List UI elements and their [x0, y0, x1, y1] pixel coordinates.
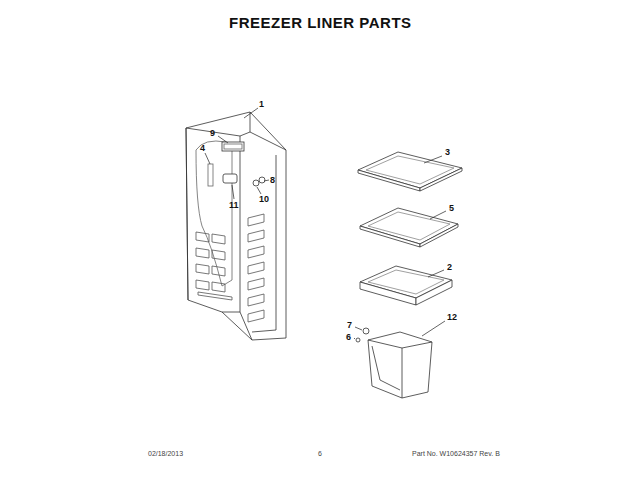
part-number: Part No. W10624357 Rev. B [412, 450, 500, 457]
callout-number: 11 [229, 201, 239, 210]
footer-date: 02/18/2013 [148, 450, 183, 457]
callout-number: 9 [210, 129, 215, 138]
callout-number: 1 [259, 100, 264, 109]
callout-number: 2 [447, 263, 452, 272]
callout-number: 3 [445, 148, 450, 157]
callout-number: 5 [449, 204, 454, 213]
callout-number: 10 [259, 195, 269, 204]
callout-number: 7 [347, 321, 352, 330]
callout-number: 8 [270, 176, 275, 185]
callout-number: 6 [346, 333, 351, 342]
callout-number: 12 [447, 313, 457, 322]
page-number: 6 [318, 450, 322, 457]
diagram-title: FREEZER LINER PARTS [229, 15, 412, 30]
callout-number: 4 [200, 144, 205, 153]
